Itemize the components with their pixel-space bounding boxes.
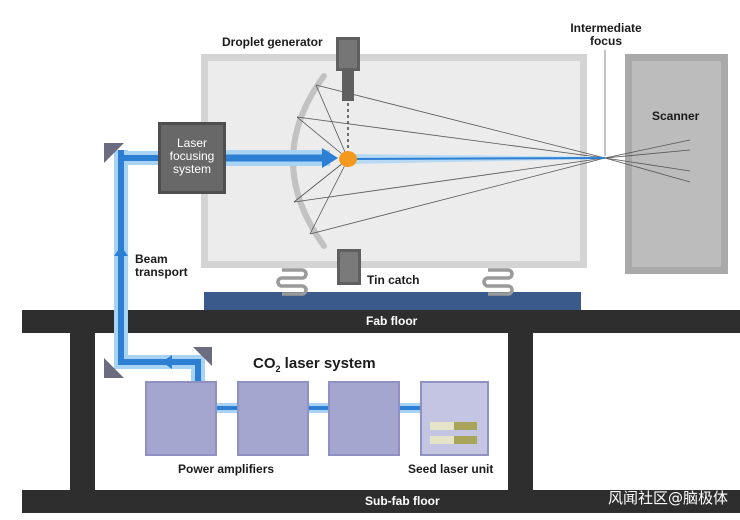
power-amplifier-1 xyxy=(145,381,217,456)
mirror-top-left xyxy=(104,143,124,163)
beam-arrowhead-up xyxy=(114,246,128,256)
beam-transport-label-line2: transport xyxy=(135,265,188,279)
intermediate-focus-label-line2: focus xyxy=(589,34,622,48)
watermark: 风闻社区@脑极体 xyxy=(607,489,728,507)
spring-right xyxy=(482,268,514,296)
beam-arrowhead-main[interactable] xyxy=(322,148,338,168)
laser-focusing-system-label: Laser focusing system xyxy=(158,137,226,176)
tin-droplet-plasma xyxy=(339,151,357,167)
droplet-generator-label: Droplet generator xyxy=(222,35,323,49)
droplet-generator-nozzle xyxy=(342,71,354,101)
co2-suffix: laser system xyxy=(280,355,376,372)
laser-focusing-system-inner xyxy=(161,125,223,191)
euv-beam-core xyxy=(347,157,606,160)
tin-catch-inner xyxy=(340,252,358,282)
fab-floor-slab xyxy=(22,310,740,333)
scanner-label: Scanner xyxy=(652,109,700,123)
power-amplifier-3 xyxy=(328,381,400,456)
seed-laser-indicators xyxy=(430,422,477,444)
seed-laser-unit-label: Seed laser unit xyxy=(408,462,494,476)
intermediate-focus-label: Intermediate focus xyxy=(562,22,650,48)
beam-arrowhead-left xyxy=(162,355,172,369)
droplet-generator-body-inner xyxy=(339,40,357,68)
laser-focusing-label-line3: system xyxy=(172,162,211,176)
euv-light-rays xyxy=(293,84,691,235)
co2-laser-system-label: CO2 laser system xyxy=(253,355,376,374)
intermediate-focus-label-line1: Intermediate xyxy=(570,21,642,35)
laser-focusing-label-line1: Laser xyxy=(176,136,208,150)
tin-catch-label: Tin catch xyxy=(367,273,420,287)
co2-subscript: 2 xyxy=(275,364,281,374)
laser-focusing-label-line2: focusing xyxy=(169,149,215,163)
seed-laser-unit-box xyxy=(420,381,489,456)
left-wall xyxy=(70,333,95,490)
beam-transport-label-line1: Beam xyxy=(135,252,168,266)
co2-prefix: CO xyxy=(253,355,276,372)
mirror-bottom-right xyxy=(193,347,212,366)
isolation-platform xyxy=(204,292,581,310)
right-wall xyxy=(508,333,533,490)
mirror-bottom-left xyxy=(104,358,124,378)
sub-fab-floor-label: Sub-fab floor xyxy=(365,494,440,508)
spring-left xyxy=(276,268,308,296)
beam-transport-label: Beam transport xyxy=(135,253,188,279)
amplifier-connectors xyxy=(216,403,421,413)
power-amplifiers-label: Power amplifiers xyxy=(178,462,275,476)
fab-floor-label: Fab floor xyxy=(366,314,418,328)
power-amplifier-2 xyxy=(237,381,309,456)
sub-fab-floor-slab xyxy=(22,490,740,513)
